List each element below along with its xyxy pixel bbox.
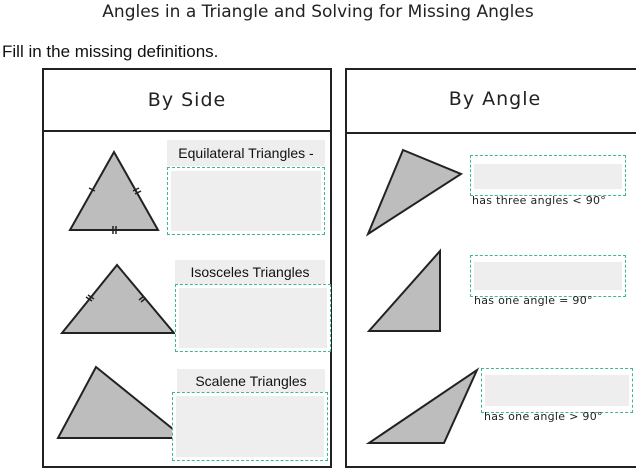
obtuse-triangle-icon [365, 367, 480, 444]
acute-answer-box[interactable] [470, 155, 626, 196]
by-angle-header: By Angle [347, 70, 636, 134]
equilateral-answer-box[interactable] [167, 167, 325, 235]
obtuse-answer-box[interactable] [481, 368, 633, 413]
isosceles-triangle-icon [59, 263, 177, 334]
scalene-label: Scalene Triangles [177, 369, 325, 393]
equilateral-label: Equilateral Triangles - [167, 140, 325, 166]
by-side-header: By Side [44, 70, 330, 132]
scalene-triangle-icon [56, 365, 187, 439]
acute-triangle-icon [365, 148, 464, 237]
isosceles-answer-box[interactable] [175, 284, 331, 352]
isosceles-label: Isosceles Triangles [175, 260, 325, 284]
right-answer-box[interactable] [470, 255, 626, 297]
equilateral-triangle-icon [68, 149, 160, 234]
scalene-answer-box[interactable] [172, 392, 328, 461]
acute-caption: has three angles < 90° [472, 194, 607, 207]
instructions: Fill in the missing definitions. [2, 42, 219, 61]
right-triangle-icon [366, 248, 441, 332]
worksheet-title: Angles in a Triangle and Solving for Mis… [102, 2, 534, 22]
obtuse-caption: has one angle > 90° [484, 410, 603, 423]
right-caption: has one angle = 90° [474, 294, 593, 307]
